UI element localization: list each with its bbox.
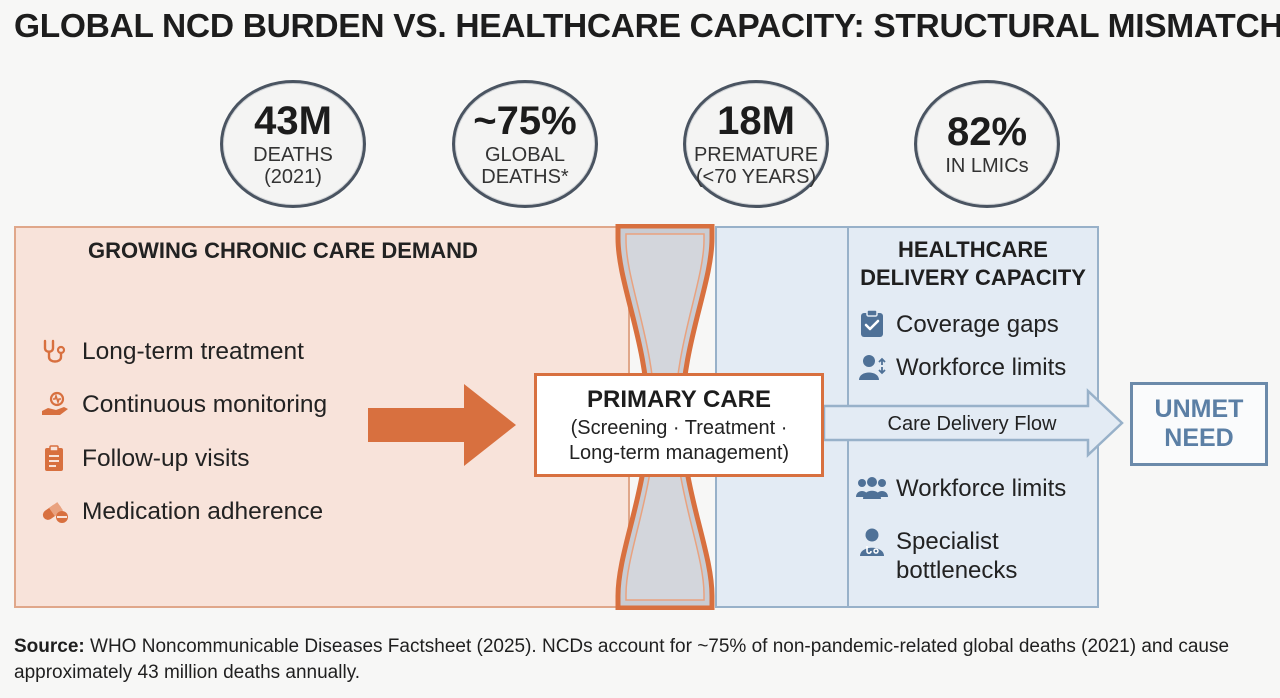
capacity-heading-line: HEALTHCARE <box>898 237 1048 262</box>
stat-label: IN LMICs <box>945 155 1028 177</box>
stat-label-line: DEATHS* <box>481 166 569 188</box>
stat-label: DEATHS (2021) <box>253 144 333 188</box>
person-limit-icon <box>856 352 888 382</box>
stat-value: 18M <box>717 99 795 143</box>
primary-care-title: PRIMARY CARE <box>586 386 772 413</box>
stat-deaths: 43M DEATHS (2021) <box>220 80 366 208</box>
stat-label-line: IN LMICs <box>945 155 1029 177</box>
stat-premature: 18M PREMATURE (<70 YEARS) <box>683 80 829 208</box>
source-text: WHO Noncommunicable Diseases Factsheet (… <box>14 636 1230 683</box>
capacity-item: Workforce limits <box>856 352 1066 382</box>
stat-label: GLOBAL DEATHS* <box>481 144 568 188</box>
stat-lmics: 82% IN LMICs <box>914 80 1060 208</box>
primary-care-subtitle-line: (Screening · Treatment · <box>570 417 788 439</box>
pill-icon <box>40 497 74 527</box>
stat-label: PREMATURE (<70 YEARS) <box>694 144 818 188</box>
stat-label-line: GLOBAL <box>484 144 566 166</box>
primary-care-box: PRIMARY CARE (Screening · Treatment · Lo… <box>534 373 824 477</box>
source-note: Source: WHO Noncommunicable Diseases Fac… <box>14 634 1264 686</box>
stat-value: 82% <box>946 110 1028 154</box>
primary-care-subtitle: (Screening · Treatment · Long-term manag… <box>537 416 821 466</box>
demand-arrow <box>368 384 516 466</box>
demand-item: Follow-up visits <box>40 444 249 474</box>
capacity-item-label: Workforce limits <box>896 353 1067 381</box>
demand-item: Long-term treatment <box>40 337 304 367</box>
capacity-item-label: Coverage gaps <box>896 310 1059 338</box>
stat-value: 43M <box>254 99 332 143</box>
capacity-item-label-line: Specialist <box>896 528 999 555</box>
capacity-heading: HEALTHCARE DELIVERY CAPACITY <box>846 236 1100 292</box>
stat-label-line: (2021) <box>264 166 322 188</box>
hand-heart-icon <box>40 390 74 420</box>
stat-value: ~75% <box>473 99 577 143</box>
demand-item-label: Long-term treatment <box>82 338 304 365</box>
capacity-item: Coverage gaps <box>856 309 1059 339</box>
doctor-icon <box>856 527 888 557</box>
care-flow-label: Care Delivery Flow <box>887 413 1057 435</box>
stat-global-deaths: ~75% GLOBAL DEATHS* <box>452 80 598 208</box>
care-flow-arrow <box>824 388 1124 458</box>
unmet-need-line: NEED <box>1164 424 1234 452</box>
stat-label-line: (<70 YEARS) <box>695 166 817 188</box>
capacity-heading-line: DELIVERY CAPACITY <box>860 265 1086 290</box>
stat-label-line: PREMATURE <box>693 144 819 166</box>
clipboard-icon <box>40 444 74 474</box>
source-label: Source: <box>14 636 85 657</box>
demand-item-label: Follow-up visits <box>82 445 250 472</box>
capacity-item-label: Workforce limits <box>896 474 1067 502</box>
primary-care-subtitle-line: Long-term management) <box>568 442 790 464</box>
group-icon <box>856 473 888 503</box>
demand-item-label: Continuous monitoring <box>82 391 328 418</box>
unmet-need-box: UNMET NEED <box>1130 382 1268 466</box>
demand-item-label: Medication adherence <box>82 498 324 525</box>
stethoscope-icon <box>40 337 74 367</box>
capacity-item: Workforce limits <box>856 473 1066 503</box>
capacity-item: Specialist bottlenecks <box>856 527 1017 585</box>
page-title: GLOBAL NCD BURDEN VS. HEALTHCARE CAPACIT… <box>14 8 1280 45</box>
capacity-item-label-line: bottlenecks <box>896 557 1018 584</box>
clipboard-check-icon <box>856 309 888 339</box>
unmet-need-line: UNMET <box>1154 395 1244 423</box>
demand-heading: GROWING CHRONIC CARE DEMAND <box>88 238 478 263</box>
demand-item: Medication adherence <box>40 497 323 527</box>
demand-item: Continuous monitoring <box>40 390 327 420</box>
stat-label-line: DEATHS <box>253 144 333 166</box>
capacity-item-label: Specialist bottlenecks <box>896 527 1017 585</box>
demand-panel <box>14 226 630 608</box>
